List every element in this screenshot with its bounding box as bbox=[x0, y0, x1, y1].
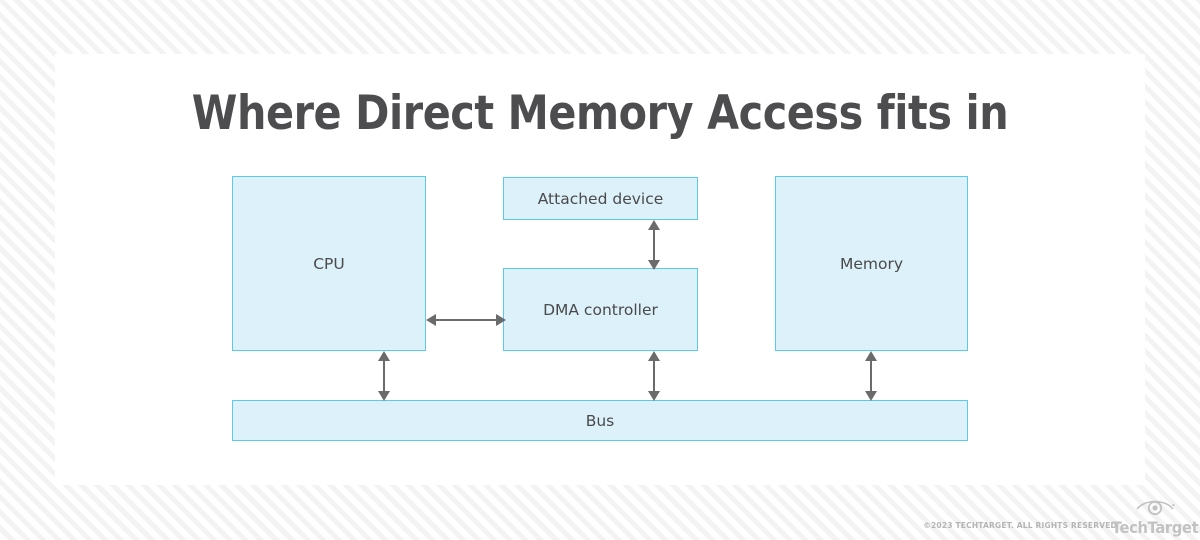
double-arrow-icon-dma-bus bbox=[643, 351, 665, 401]
diagram-node-dma-controller[interactable]: DMA controller bbox=[503, 268, 698, 351]
double-arrow-icon-memory-bus bbox=[860, 351, 882, 401]
node-label-bus: Bus bbox=[585, 411, 615, 430]
page-title: Where Direct Memory Access fits in bbox=[191, 86, 1009, 141]
node-label-cpu: CPU bbox=[313, 254, 345, 273]
content-card: Where Direct Memory Access fits in CPU A… bbox=[55, 54, 1145, 485]
diagram-node-memory[interactable]: Memory bbox=[775, 176, 968, 351]
techtarget-wordmark: TechTarget bbox=[1111, 518, 1199, 537]
copyright-text: ©2023 TECHTARGET. ALL RIGHTS RESERVED bbox=[923, 521, 1117, 530]
node-label-dma-controller: DMA controller bbox=[543, 300, 658, 319]
node-label-memory: Memory bbox=[839, 254, 904, 273]
double-arrow-icon-cpu-bus bbox=[373, 351, 395, 401]
double-arrow-icon-attached-device-dma bbox=[643, 220, 665, 270]
techtarget-logo: TechTarget bbox=[1112, 496, 1199, 536]
diagram-node-cpu[interactable]: CPU bbox=[232, 176, 426, 351]
diagram-node-bus[interactable]: Bus bbox=[232, 400, 968, 441]
footer: ©2023 TECHTARGET. ALL RIGHTS RESERVED Te… bbox=[923, 496, 1199, 536]
dma-block-diagram: CPU Attached device DMA controller Memor… bbox=[55, 54, 1145, 485]
eye-icon bbox=[1133, 496, 1177, 520]
double-arrow-icon-cpu-dma bbox=[426, 309, 506, 331]
diagram-node-attached-device[interactable]: Attached device bbox=[503, 177, 698, 220]
node-label-attached-device: Attached device bbox=[537, 189, 664, 208]
